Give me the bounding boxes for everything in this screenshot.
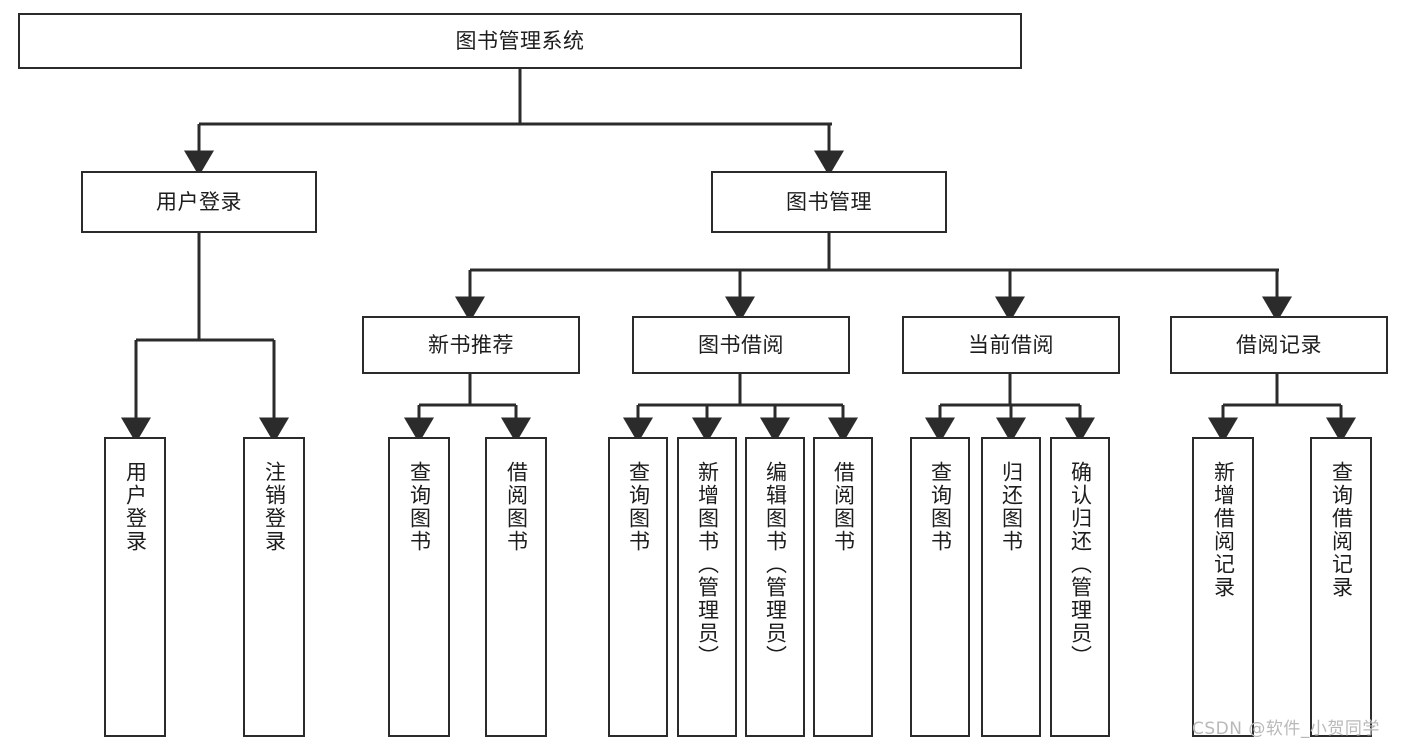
edge-newbook-to-leaves	[404, 374, 531, 443]
leaf-logout-login-label: 注销登录	[262, 461, 287, 553]
leaf-add-borrow-record[interactable]: 新增借阅记录	[1192, 437, 1254, 737]
edge-root-to-level1	[184, 69, 844, 176]
leaf-user-login-label: 用户登录	[123, 461, 148, 553]
leaf-add-borrow-record-label: 新增借阅记录	[1211, 461, 1236, 599]
leaf-logout-login[interactable]: 注销登录	[243, 437, 305, 737]
watermark: CSDN @软件_小贺同学	[1192, 719, 1380, 739]
node-book-borrow[interactable]: 图书借阅	[632, 316, 850, 374]
edge-bookmgmt-to-level2	[455, 233, 1292, 322]
node-borrow-record-label: 借阅记录	[1236, 332, 1322, 357]
node-new-book-recommend-label: 新书推荐	[428, 332, 514, 357]
leaf-add-book-admin-label: 新增图书（管理员）	[695, 461, 720, 668]
leaf-borrow-book-recommend[interactable]: 借阅图书	[485, 437, 547, 737]
leaf-query-book-borrow-label: 查询图书	[626, 461, 651, 553]
leaf-query-book-recommend-label: 查询图书	[407, 461, 432, 553]
node-user-login-label: 用户登录	[156, 189, 242, 214]
node-book-borrow-label: 图书借阅	[698, 332, 784, 357]
edge-record-to-leaves	[1208, 374, 1356, 443]
leaf-borrow-book-label: 借阅图书	[831, 461, 856, 553]
node-borrow-record[interactable]: 借阅记录	[1170, 316, 1388, 374]
leaf-confirm-return-admin-label: 确认归还（管理员）	[1068, 461, 1093, 668]
leaf-query-book-current[interactable]: 查询图书	[910, 437, 970, 737]
leaf-query-book-borrow[interactable]: 查询图书	[608, 437, 668, 737]
leaf-query-borrow-record[interactable]: 查询借阅记录	[1310, 437, 1372, 737]
node-current-borrow[interactable]: 当前借阅	[902, 316, 1120, 374]
edge-current-to-leaves	[925, 374, 1095, 443]
node-book-management[interactable]: 图书管理	[711, 171, 947, 233]
leaf-edit-book-admin[interactable]: 编辑图书（管理员）	[745, 437, 805, 737]
leaf-add-book-admin[interactable]: 新增图书（管理员）	[677, 437, 737, 737]
leaf-query-book-recommend[interactable]: 查询图书	[388, 437, 450, 737]
leaf-query-book-current-label: 查询图书	[928, 461, 953, 553]
leaf-edit-book-admin-label: 编辑图书（管理员）	[763, 461, 788, 668]
leaf-borrow-book[interactable]: 借阅图书	[813, 437, 873, 737]
leaf-return-book[interactable]: 归还图书	[981, 437, 1041, 737]
node-new-book-recommend[interactable]: 新书推荐	[362, 316, 580, 374]
leaf-return-book-label: 归还图书	[999, 461, 1024, 553]
leaf-query-borrow-record-label: 查询借阅记录	[1329, 461, 1354, 599]
node-root[interactable]: 图书管理系统	[18, 13, 1022, 69]
node-root-label: 图书管理系统	[455, 28, 585, 53]
leaf-borrow-book-recommend-label: 借阅图书	[504, 461, 529, 553]
node-book-management-label: 图书管理	[786, 189, 872, 214]
leaf-user-login[interactable]: 用户登录	[104, 437, 166, 737]
leaf-confirm-return-admin[interactable]: 确认归还（管理员）	[1050, 437, 1110, 737]
node-user-login[interactable]: 用户登录	[81, 171, 317, 233]
edge-borrow-to-leaves	[623, 374, 858, 443]
edge-userlogin-to-leaves	[121, 233, 289, 443]
node-current-borrow-label: 当前借阅	[968, 332, 1054, 357]
